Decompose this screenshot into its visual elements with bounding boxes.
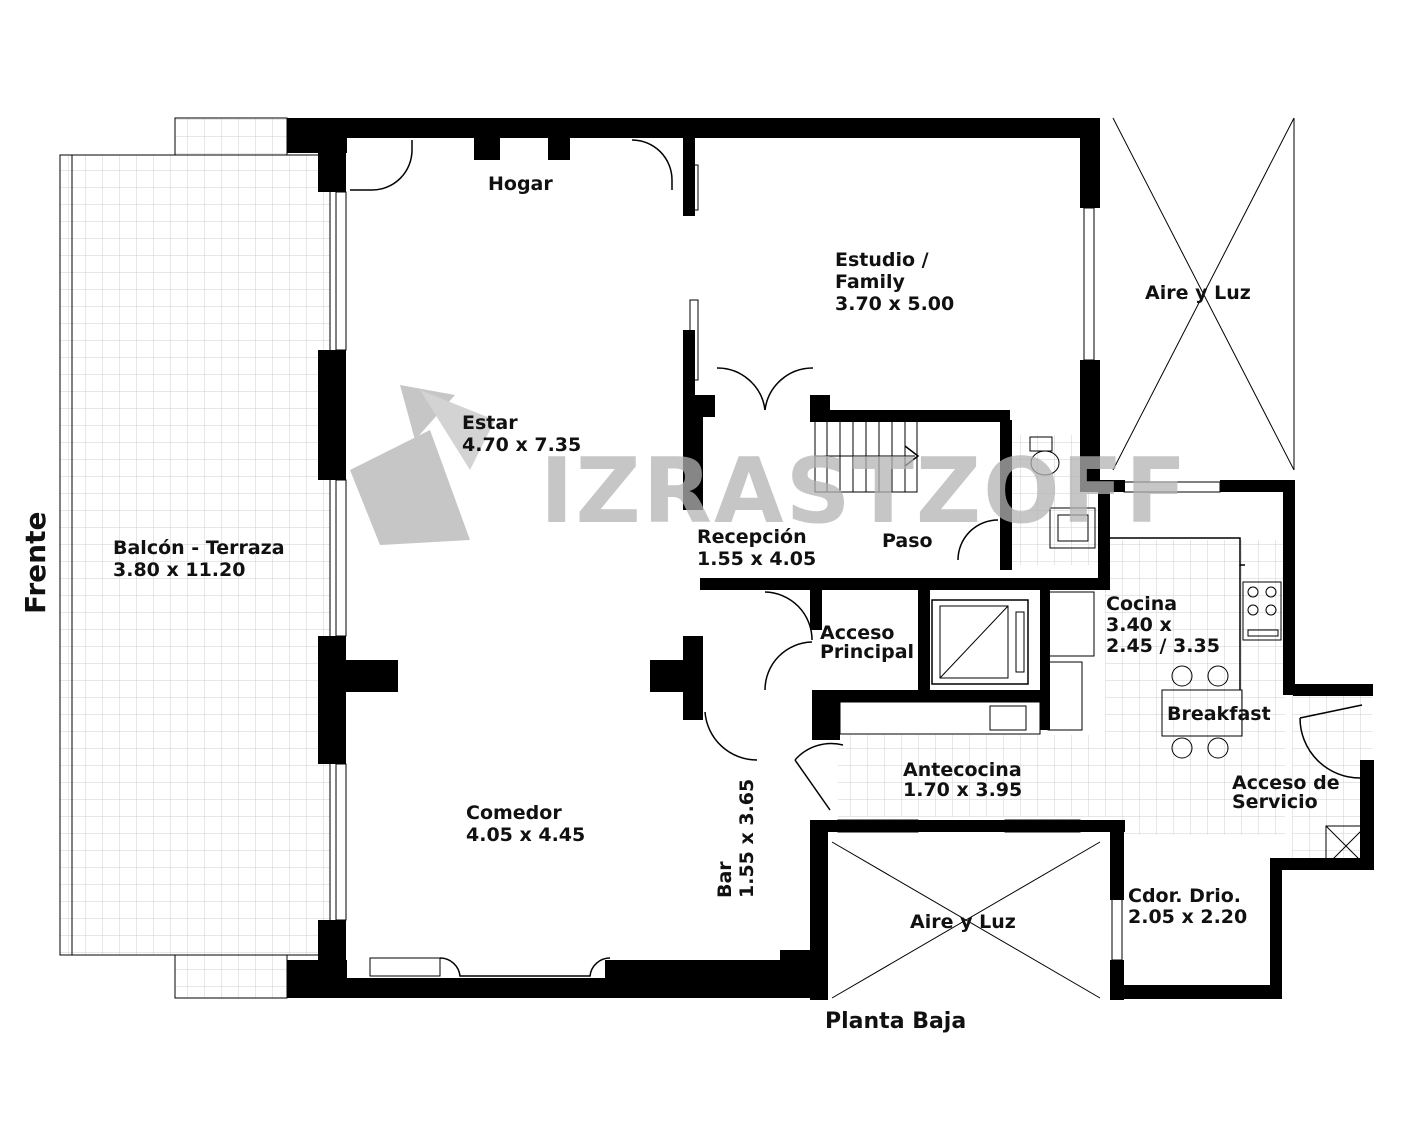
label-paso: Paso [882,530,933,552]
plan-title: Planta Baja [825,1009,966,1034]
watermark: IZRASTZOFF [350,385,1189,545]
label-antecocina: Antecocina 1.70 x 3.95 [903,759,1028,801]
label-hogar: Hogar [488,173,553,195]
label-balcon: Balcón - Terraza 3.80 x 11.20 [113,537,291,581]
labels: Hogar Estudio / Family 3.70 x 5.00 Aire … [19,173,1346,1034]
watermark-text: IZRASTZOFF [540,439,1189,544]
label-estudio: Estudio / Family 3.70 x 5.00 [835,249,954,315]
walls [287,118,1374,1000]
label-acceso-servicio: Acceso de Servicio [1232,772,1346,813]
label-breakfast: Breakfast [1167,703,1271,725]
label-cdor: Cdor. Drio. 2.05 x 2.20 [1128,885,1248,928]
stairs [814,419,920,493]
label-cocina: Cocina 3.40 x 2.45 / 3.35 [1106,593,1220,657]
side-label-frente: Frente [19,512,52,614]
label-recepcion: Recepción 1.55 x 4.05 [697,526,816,570]
aire-luz-patio [831,117,1295,999]
label-acceso-principal: Acceso Principal [820,622,914,663]
toilet-room [1029,436,1096,549]
label-bar: Bar 1.55 x 3.65 [714,779,758,898]
elevator [931,599,1029,685]
windows [335,164,1221,977]
kitchen-fixtures [839,537,1367,867]
label-aire-luz-2: Aire y Luz [910,911,1016,933]
balcony-terrace [59,117,331,999]
doors [350,139,1363,977]
label-estar: Estar 4.70 x 7.35 [462,412,581,456]
label-comedor: Comedor 4.05 x 4.45 [466,802,585,846]
label-aire-luz-1: Aire y Luz [1145,282,1251,304]
